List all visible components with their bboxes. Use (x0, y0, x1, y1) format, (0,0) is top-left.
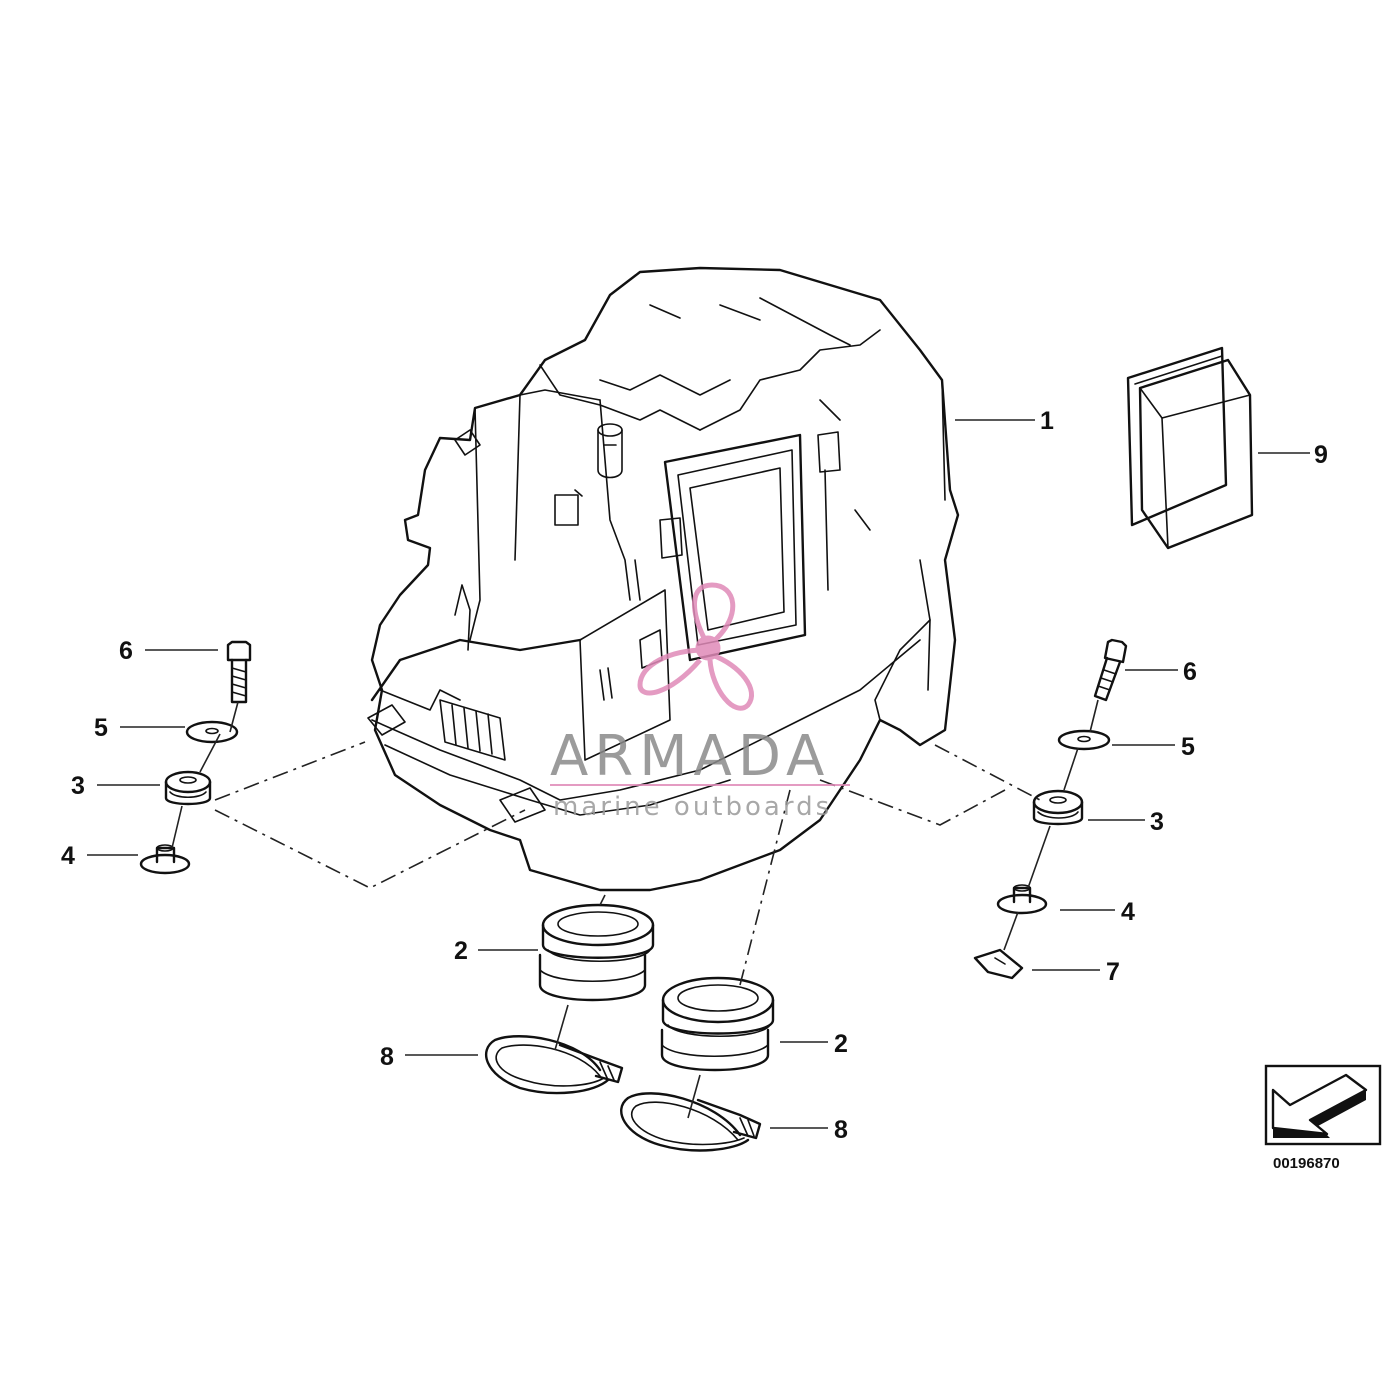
callout-3-right: 3 (1150, 808, 1164, 836)
view-direction-box: 00196870 (1264, 1064, 1382, 1172)
callout-labels: 1 2 2 3 3 4 4 5 5 6 6 7 8 8 9 (61, 407, 1328, 1144)
callout-9: 9 (1314, 441, 1328, 469)
callout-8-right: 8 (834, 1116, 848, 1144)
arrow-down-left-icon (1271, 1073, 1368, 1138)
propeller-logo-icon (637, 582, 755, 711)
callout-1: 1 (1040, 407, 1054, 435)
callout-6-right: 6 (1183, 658, 1197, 686)
watermark-tagline: marine outboards (553, 792, 832, 822)
hose-clamp-right (620, 1092, 762, 1152)
armada-logo: ARMADA marine outboards (550, 582, 850, 822)
left-mount-stack (139, 640, 252, 875)
intake-tube-right (660, 976, 775, 1072)
figure-number: 00196870 (1273, 1155, 1340, 1172)
hose-clamp-left (485, 1035, 624, 1095)
filter-pad (1126, 346, 1254, 550)
callout-3-left: 3 (71, 772, 85, 800)
callout-2-left: 2 (454, 937, 468, 965)
leader-lines (87, 419, 1310, 1129)
callout-4-left: 4 (61, 842, 75, 870)
callout-6-left: 6 (119, 637, 133, 665)
callout-5-left: 5 (94, 714, 108, 742)
watermark-brand: ARMADA (550, 724, 830, 789)
callout-4-right: 4 (1121, 898, 1135, 926)
callout-8-left: 8 (380, 1043, 394, 1071)
callout-2-right: 2 (834, 1030, 848, 1058)
intake-tube-left (538, 903, 655, 1002)
air-filter-housing (367, 266, 960, 892)
assembly-lines (214, 741, 1041, 1119)
callout-5-right: 5 (1181, 733, 1195, 761)
callout-7: 7 (1106, 958, 1120, 986)
right-mount-stack (973, 638, 1128, 980)
